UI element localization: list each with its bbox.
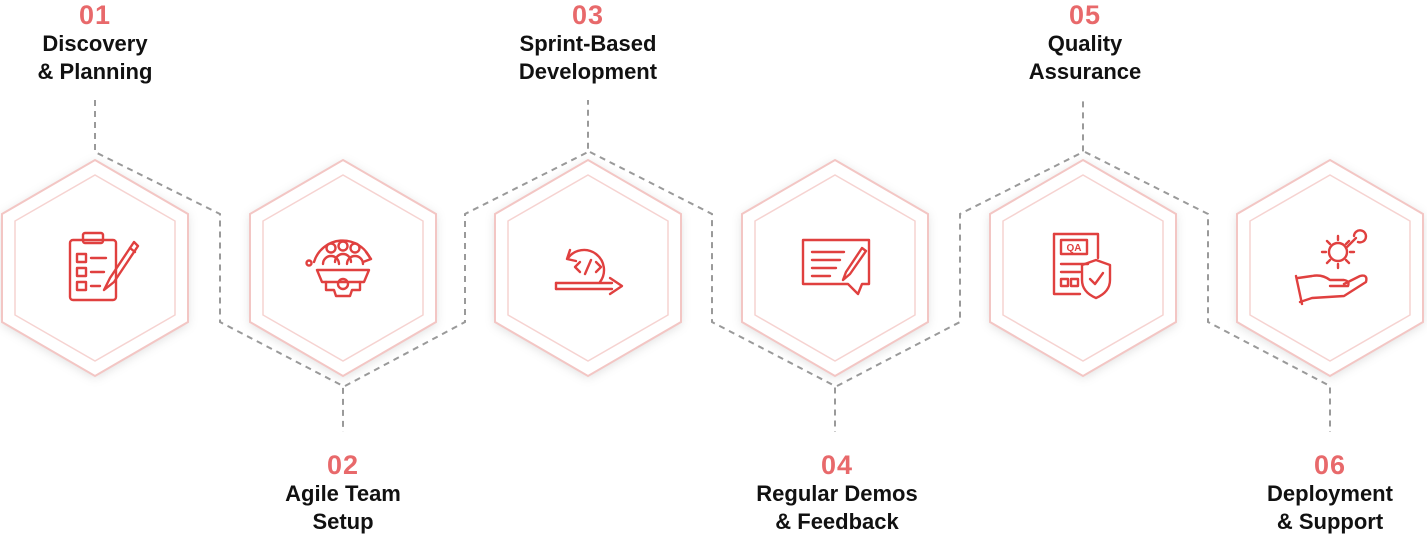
step-number: 01 — [78, 0, 112, 30]
connector-2 — [344, 100, 589, 387]
connector-5 — [1084, 151, 1331, 432]
step-number: 04 — [820, 450, 854, 480]
step-title-line2: Assurance — [1028, 59, 1142, 84]
step-5-label: 05 Quality Assurance — [975, 0, 1195, 86]
step-6-hexagon — [1236, 158, 1424, 378]
step-title-line2: & Support — [1276, 509, 1384, 534]
step-title-line1: Regular Demos — [756, 481, 918, 506]
team-gear-icon — [305, 239, 373, 298]
step-title-line2: & Planning — [37, 59, 153, 84]
step-5-hexagon: QA — [989, 158, 1177, 378]
connector-4 — [836, 100, 1084, 387]
step-title-line2: Development — [518, 59, 658, 84]
step-2-label: 02 Agile Team Setup — [233, 450, 453, 536]
step-title-line1: Quality — [1047, 31, 1123, 56]
step-1-hexagon — [0, 158, 189, 378]
step-4-label: 04 Regular Demos & Feedback — [727, 450, 947, 536]
clipboard-checklist-icon — [68, 231, 140, 302]
step-title-line1: Agile Team — [285, 481, 401, 506]
qa-shield-icon — [1052, 232, 1112, 300]
step-title-line2: & Feedback — [775, 509, 899, 534]
step-4-hexagon — [741, 158, 929, 378]
step-title-line1: Sprint-Based — [519, 31, 657, 56]
step-number: 05 — [1068, 0, 1102, 30]
hand-gear-icon — [1294, 229, 1368, 306]
step-2-hexagon — [249, 158, 437, 378]
step-6-label: 06 Deployment & Support — [1220, 450, 1427, 536]
step-title-line1: Deployment — [1267, 481, 1393, 506]
step-title-line2: Setup — [312, 509, 374, 534]
connector-1 — [94, 100, 344, 432]
connector-3 — [589, 151, 836, 432]
step-number: 02 — [326, 450, 360, 480]
step-number: 03 — [571, 0, 605, 30]
connectors — [94, 100, 1331, 432]
step-title-line1: Discovery — [42, 31, 148, 56]
step-3-hexagon — [494, 158, 682, 378]
step-number: 06 — [1313, 450, 1347, 480]
code-cycle-icon — [554, 248, 624, 296]
step-3-label: 03 Sprint-Based Development — [478, 0, 698, 86]
feedback-message-icon — [801, 238, 871, 296]
step-1-label: 01 Discovery & Planning — [0, 0, 205, 86]
qa-badge-label: QA — [1067, 243, 1082, 254]
